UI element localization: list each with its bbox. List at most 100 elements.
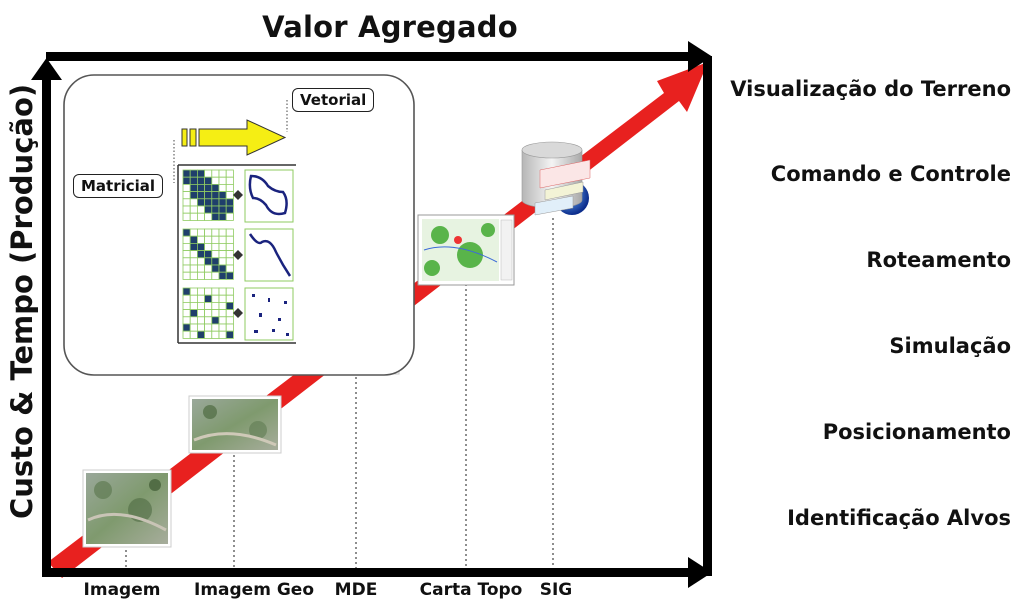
raster-cell	[189, 287, 198, 296]
raster-cell	[189, 301, 198, 310]
raster-cell	[189, 264, 198, 273]
raster-cell	[196, 264, 205, 273]
product-image-carta-topo	[417, 214, 515, 286]
raster-cell	[225, 309, 234, 318]
raster-cell	[189, 198, 198, 207]
raster-cell	[204, 212, 213, 221]
raster-cell	[225, 228, 234, 237]
raster-vector-inset	[63, 74, 415, 376]
capability-label: Comando e Controle	[770, 162, 1011, 186]
raster-cell	[218, 323, 227, 332]
raster-cell	[218, 242, 227, 251]
raster-cell	[196, 323, 205, 332]
top-axis	[46, 41, 712, 72]
y-axis-title: Custo & Tempo (Produção)	[5, 83, 39, 519]
raster-cell	[189, 191, 198, 200]
raster-cell	[211, 257, 220, 266]
capability-label: Identificação Alvos	[787, 506, 1011, 530]
raster-cell	[196, 309, 205, 318]
raster-grid	[182, 228, 234, 280]
raster-cell	[204, 330, 213, 339]
raster-cell	[211, 264, 220, 273]
product-image-imagem	[82, 469, 172, 548]
raster-cell	[182, 264, 191, 273]
raster-cell	[211, 205, 220, 214]
raster-cell	[196, 242, 205, 251]
raster-cell	[218, 301, 227, 310]
raster-cell	[225, 323, 234, 332]
raster-cell	[196, 228, 205, 237]
raster-cell	[196, 191, 205, 200]
raster-cell	[196, 198, 205, 207]
raster-cell	[196, 250, 205, 259]
vector-panels	[244, 169, 294, 341]
raster-cell	[218, 191, 227, 200]
raster-cell	[204, 301, 213, 310]
raster-cell	[211, 301, 220, 310]
raster-cell	[204, 309, 213, 318]
raster-cell	[204, 257, 213, 266]
raster-cell	[204, 183, 213, 192]
raster-cell	[189, 169, 198, 178]
raster-cell	[182, 323, 191, 332]
raster-cell	[211, 198, 220, 207]
raster-cell	[225, 330, 234, 339]
raster-cell	[196, 271, 205, 280]
raster-cell	[204, 191, 213, 200]
raster-cell	[189, 330, 198, 339]
raster-cell	[218, 176, 227, 185]
raster-cell	[218, 212, 227, 221]
raster-cell	[182, 176, 191, 185]
raster-cell	[182, 228, 191, 237]
capability-label: Simulação	[889, 334, 1011, 358]
raster-cell	[189, 183, 198, 192]
raster-cell	[204, 250, 213, 259]
product-label: MDE	[334, 580, 378, 600]
raster-cell	[204, 228, 213, 237]
x-axis-title: Valor Agregado	[262, 10, 518, 44]
raster-grid	[182, 169, 234, 221]
raster-cell	[204, 316, 213, 325]
raster-cell	[211, 191, 220, 200]
product-image-sig	[521, 141, 591, 216]
raster-cell	[182, 242, 191, 251]
raster-cell	[225, 198, 234, 207]
raster-cell	[189, 212, 198, 221]
raster-cell	[204, 287, 213, 296]
raster-cell	[196, 257, 205, 266]
raster-cell	[225, 294, 234, 303]
product-image-imagem-geo	[188, 395, 282, 454]
raster-cell	[196, 183, 205, 192]
raster-cell	[189, 294, 198, 303]
raster-cell	[225, 287, 234, 296]
product-label: SIG	[539, 580, 573, 600]
raster-cell	[182, 183, 191, 192]
raster-cell	[182, 309, 191, 318]
raster-cell	[204, 176, 213, 185]
raster-cell	[211, 294, 220, 303]
raster-cell	[211, 316, 220, 325]
raster-cell	[196, 301, 205, 310]
raster-cell	[225, 176, 234, 185]
raster-cell	[196, 294, 205, 303]
raster-cell	[225, 250, 234, 259]
product-label: Imagem	[83, 580, 161, 600]
raster-cell	[182, 316, 191, 325]
raster-label: Matricial	[73, 174, 164, 198]
raster-cell	[204, 198, 213, 207]
raster-cell	[196, 212, 205, 221]
raster-cell	[189, 257, 198, 266]
raster-cell	[225, 212, 234, 221]
raster-cell	[225, 264, 234, 273]
raster-cell	[182, 235, 191, 244]
raster-cell	[211, 242, 220, 251]
raster-cell	[211, 235, 220, 244]
raster-cell	[182, 287, 191, 296]
raster-cell	[225, 169, 234, 178]
raster-cell	[218, 309, 227, 318]
raster-cell	[218, 250, 227, 259]
raster-cell	[204, 294, 213, 303]
raster-cell	[204, 323, 213, 332]
raster-cell	[182, 301, 191, 310]
raster-cell	[182, 330, 191, 339]
